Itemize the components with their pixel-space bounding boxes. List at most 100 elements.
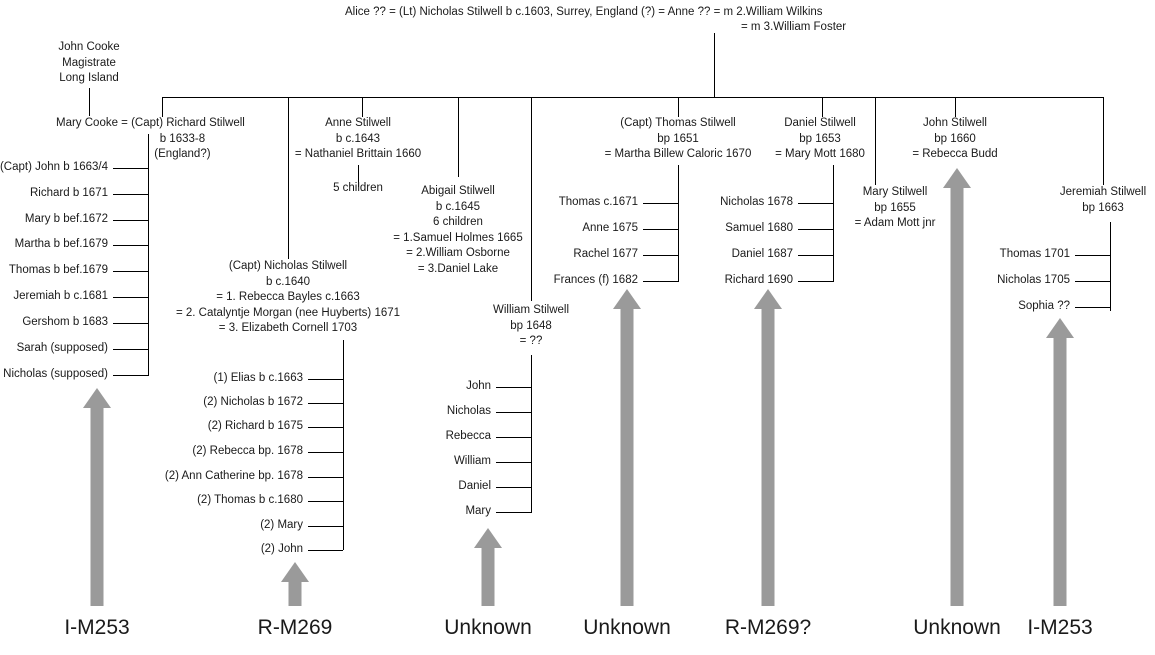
tick-thomas-1 — [643, 203, 678, 204]
child-richard-9: Nicholas (supposed) — [3, 368, 108, 380]
haplogroup-label-7: I-M253 — [1027, 616, 1093, 639]
tick-william-1 — [496, 387, 531, 388]
spine-anne — [358, 165, 359, 187]
drop-jeremiah — [1103, 97, 1104, 117]
spine-nicholas — [343, 340, 344, 550]
spine-jeremiah — [1110, 222, 1111, 311]
tick-daniel-4 — [798, 281, 833, 282]
child-nicholas-2: (2) Nicholas b 1672 — [203, 396, 303, 408]
spine-thomas — [678, 165, 679, 282]
node-richard-stilwell: Mary Cooke = (Capt) Richard Stilwell b 1… — [56, 116, 245, 163]
haplogroup-arrow-7 — [1046, 318, 1074, 606]
tick-nicholas-5 — [308, 477, 343, 478]
tick-william-6 — [496, 512, 531, 513]
drop-john — [955, 97, 956, 117]
mary-line-1: Mary Stilwell — [862, 186, 928, 198]
child-william-3: Rebecca — [445, 430, 491, 442]
john-cooke-line-1: John Cooke — [58, 41, 120, 53]
daniel-line-3: = Mary Mott 1680 — [775, 148, 865, 160]
child-william-6: Mary — [465, 505, 491, 517]
child-richard-4: Martha b bef.1679 — [14, 238, 108, 250]
spine-richard — [148, 134, 149, 376]
node-john-stilwell: John Stilwell bp 1660 = Rebecca Budd — [912, 116, 997, 163]
child-jeremiah-1: Thomas 1701 — [999, 248, 1070, 260]
tick-nicholas-8 — [308, 550, 343, 551]
child-richard-3: Mary b bef.1672 — [24, 213, 108, 225]
child-richard-5: Thomas b bef.1679 — [8, 264, 108, 276]
haplogroup-label-3: Unknown — [444, 616, 532, 639]
mary-line-2: bp 1655 — [874, 201, 916, 214]
arrow-head-icon — [754, 289, 782, 309]
node-anne-stilwell: Anne Stilwell b c.1643 = Nathaniel Britt… — [295, 116, 421, 163]
node-thomas-stilwell: (Capt) Thomas Stilwell bp 1651 = Martha … — [605, 116, 752, 163]
haplogroup-arrow-3 — [474, 528, 502, 606]
tick-jeremiah-1 — [1075, 255, 1110, 256]
arrow-shaft — [481, 546, 495, 606]
child-daniel-1: Nicholas 1678 — [720, 196, 793, 208]
drop-thomas — [678, 97, 679, 117]
richard-line-1: Mary Cooke = (Capt) Richard Stilwell — [56, 117, 245, 129]
child-richard-6: Jeremiah b c.1681 — [13, 290, 108, 302]
tick-william-5 — [496, 487, 531, 488]
tick-thomas-2 — [643, 229, 678, 230]
child-jeremiah-2: Nicholas 1705 — [997, 274, 1070, 286]
node-nicholas-stilwell: (Capt) Nicholas Stilwell b c.1640 = 1. R… — [176, 259, 400, 337]
haplogroup-label-5: R-M269? — [724, 616, 812, 639]
tick-thomas-3 — [643, 255, 678, 256]
anne-line-3: = Nathaniel Brittain 1660 — [294, 148, 422, 160]
abigail-line-4: = 1.Samuel Holmes 1665 — [393, 231, 523, 244]
drop-abigail — [458, 97, 459, 117]
anne-line-2: b c.1643 — [335, 132, 381, 145]
tick-daniel-1 — [798, 203, 833, 204]
tick-daniel-3 — [798, 255, 833, 256]
child-thomas-2: Anne 1675 — [582, 222, 638, 234]
child-nicholas-5: (2) Ann Catherine bp. 1678 — [164, 470, 303, 482]
child-william-2: Nicholas — [446, 405, 491, 417]
child-thomas-1: Thomas c.1671 — [558, 196, 638, 208]
william-line-3: = ?? — [519, 335, 543, 347]
spine-nicholas-top — [288, 117, 289, 259]
cooke-drop-line — [89, 88, 90, 116]
arrow-head-icon — [474, 528, 502, 548]
tick-richard-3 — [113, 220, 148, 221]
root-line-1: Alice ?? = (Lt) Nicholas Stilwell b c.16… — [345, 6, 823, 18]
haplogroup-label-1: I-M253 — [64, 616, 130, 639]
anne-children-label: 5 children — [333, 182, 383, 194]
drop-sep-1 — [362, 97, 363, 117]
spine-william-top — [531, 117, 532, 301]
tick-nicholas-2 — [308, 403, 343, 404]
tick-nicholas-6 — [308, 501, 343, 502]
haplogroup-arrow-1 — [83, 388, 111, 606]
child-nicholas-7: (2) Mary — [260, 519, 303, 531]
haplogroup-arrow-2 — [281, 562, 309, 606]
child-richard-2: Richard b 1671 — [30, 187, 108, 199]
nicholas-line-1: (Capt) Nicholas Stilwell — [228, 260, 348, 272]
john-line-1: John Stilwell — [923, 117, 987, 129]
drop-sep-2 — [531, 97, 532, 117]
arrow-head-icon — [281, 562, 309, 582]
tick-nicholas-3 — [308, 427, 343, 428]
node-william-stilwell: William Stilwell bp 1648 = ?? — [493, 303, 569, 350]
haplogroup-arrow-5 — [754, 289, 782, 606]
tick-daniel-2 — [798, 229, 833, 230]
spine-jeremiah-top — [1103, 117, 1104, 185]
haplogroup-arrow-6 — [943, 168, 971, 606]
child-nicholas-1: (1) Elias b c.1663 — [213, 372, 304, 384]
tick-richard-1 — [113, 168, 148, 169]
sibling-bar — [162, 97, 1103, 98]
node-mary-stilwell: Mary Stilwell bp 1655 = Adam Mott jnr — [855, 185, 936, 232]
child-richard-8: Sarah (supposed) — [16, 342, 108, 354]
tick-richard-4 — [113, 245, 148, 246]
jeremiah-line-2: bp 1663 — [1082, 201, 1124, 214]
abigail-line-5: = 2.William Osborne — [406, 247, 510, 259]
mary-line-3: = Adam Mott jnr — [854, 217, 936, 229]
john-cooke-line-2: Magistrate — [62, 56, 116, 69]
john-line-3: = Rebecca Budd — [912, 148, 998, 160]
haplogroup-label-2: R-M269 — [257, 616, 333, 639]
root-line-2: = m 3.William Foster — [741, 21, 847, 33]
node-daniel-stilwell: Daniel Stilwell bp 1653 = Mary Mott 1680 — [775, 116, 865, 163]
jeremiah-line-1: Jeremiah Stilwell — [1059, 186, 1147, 198]
child-thomas-3: Rachel 1677 — [573, 248, 638, 260]
nicholas-line-5: = 3. Elizabeth Cornell 1703 — [218, 322, 358, 334]
